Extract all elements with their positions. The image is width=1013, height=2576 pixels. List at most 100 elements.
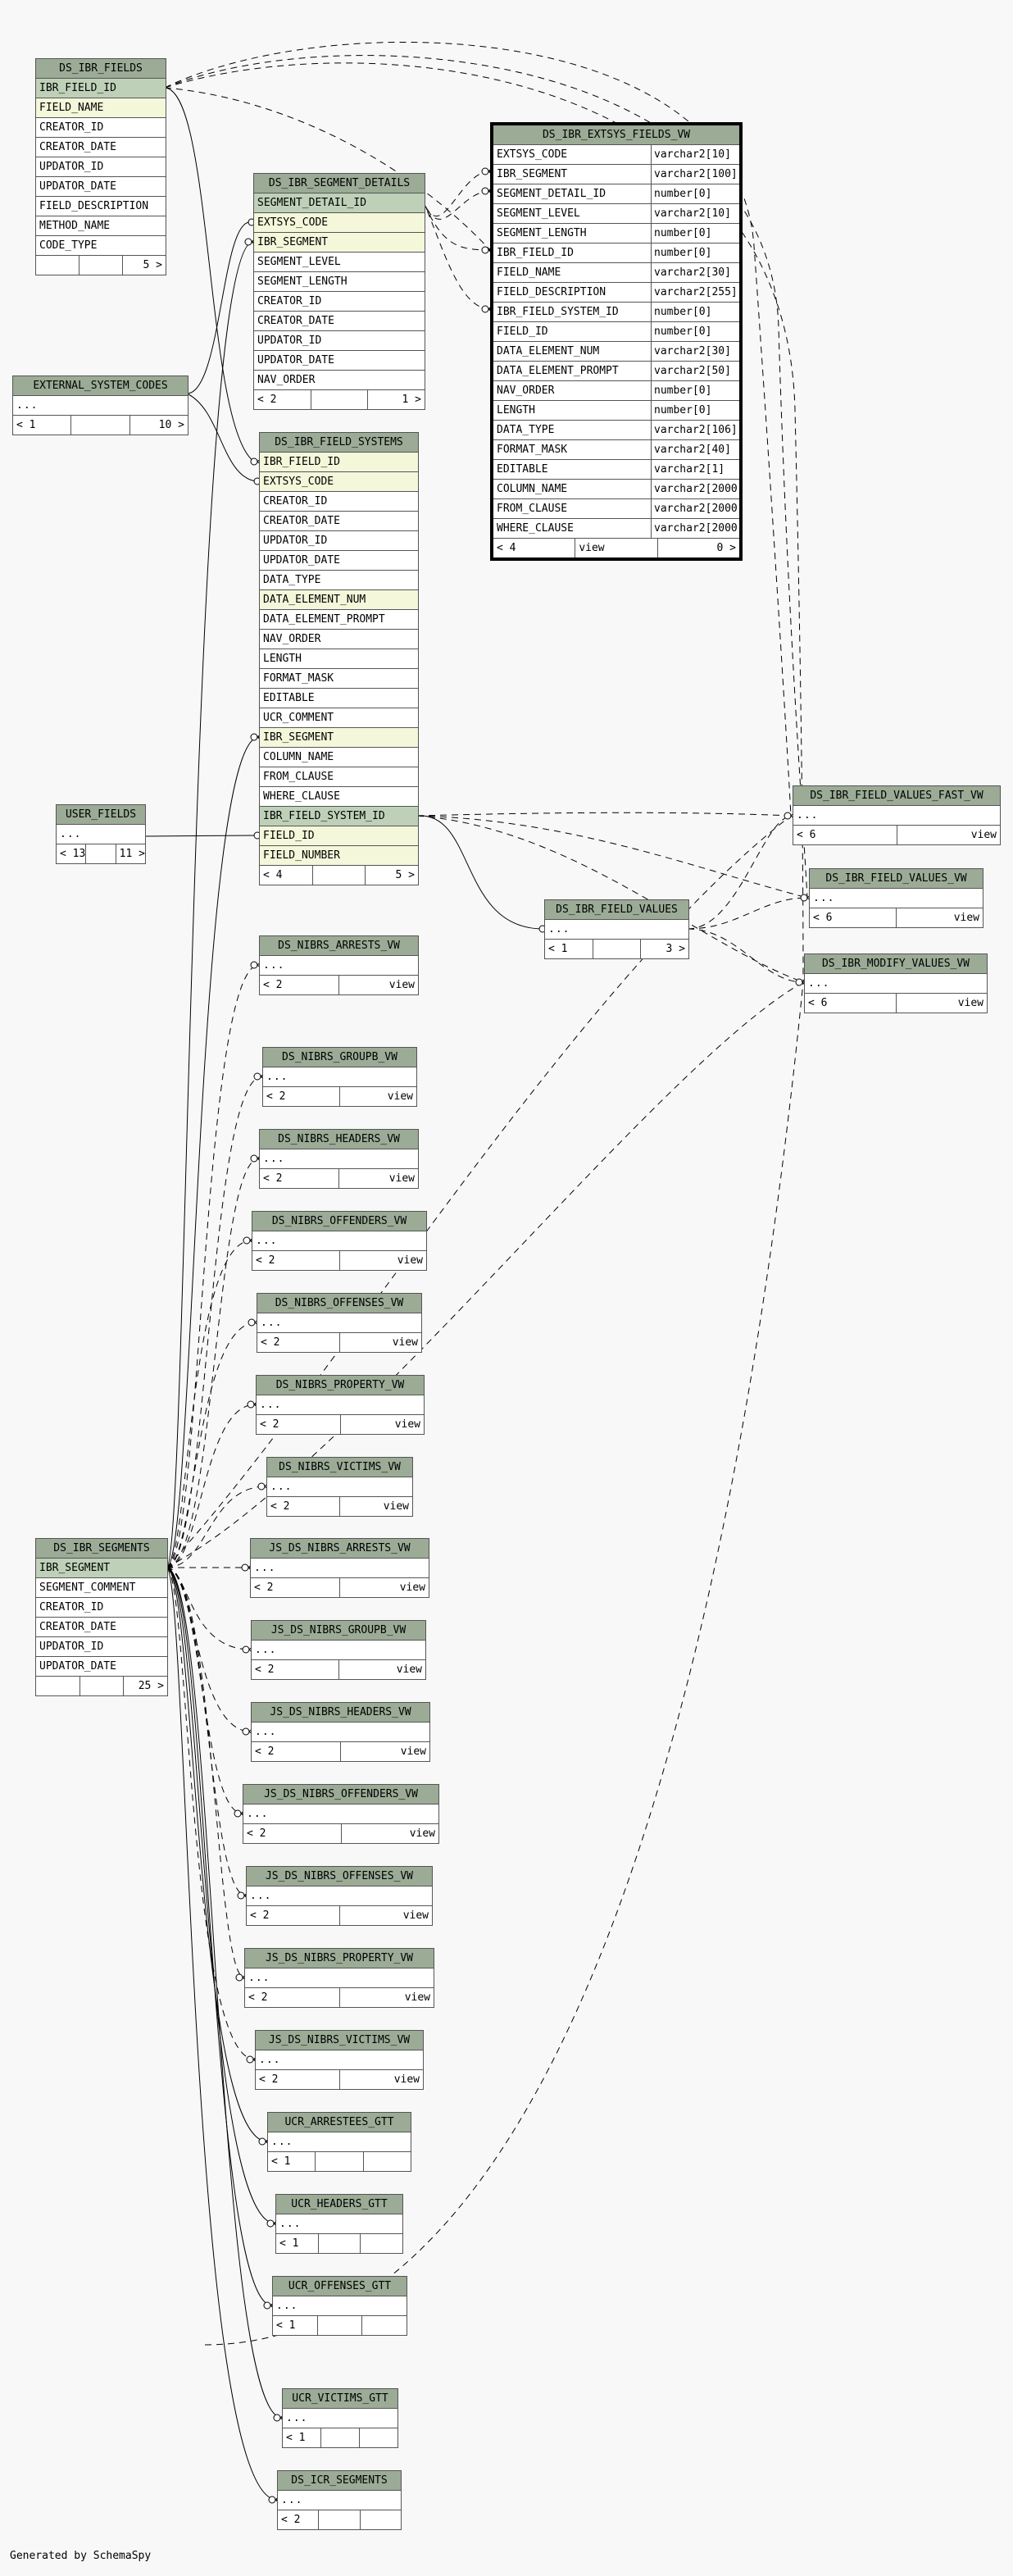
column-row[interactable]: ... <box>267 1477 412 1497</box>
column-row[interactable]: UPDATOR_DATE <box>260 551 418 571</box>
column-row[interactable]: UPDATOR_ID <box>254 331 425 351</box>
column-row[interactable]: ... <box>260 1149 418 1169</box>
column-row[interactable]: IBR_SEGMENT <box>260 728 418 748</box>
table-ds-icr-segments[interactable]: DS_ICR_SEGMENTS...< 2 <box>277 2470 402 2530</box>
column-row[interactable]: ... <box>545 920 688 940</box>
column-row[interactable]: LENGTH <box>260 649 418 669</box>
column-row[interactable]: ... <box>273 2296 407 2316</box>
column-row[interactable]: CREATOR_ID <box>254 292 425 312</box>
column-row[interactable]: ... <box>251 1559 429 1578</box>
column-row[interactable]: CREATOR_DATE <box>254 312 425 331</box>
column-row[interactable]: SEGMENT_DETAIL_ID <box>254 193 425 213</box>
column-row[interactable]: IBR_SEGMENT <box>254 233 425 253</box>
column-row[interactable]: FORMAT_MASK <box>260 669 418 689</box>
column-row[interactable]: UPDATOR_ID <box>260 531 418 551</box>
column-row[interactable]: COLUMN_NAME <box>260 748 418 767</box>
column-row[interactable]: WHERE_CLAUSE <box>260 787 418 807</box>
column-row[interactable]: ... <box>793 806 1000 826</box>
column-row[interactable]: ... <box>805 974 987 994</box>
column-row[interactable]: EDITABLE <box>260 689 418 708</box>
column-row[interactable]: IBR_FIELD_ID <box>260 453 418 472</box>
column-row[interactable]: ... <box>278 2491 401 2510</box>
column-row[interactable]: CREATOR_DATE <box>36 1618 167 1637</box>
column-row[interactable]: EXTSYS_CODE <box>254 213 425 233</box>
column-row[interactable]: ... <box>252 1723 429 1742</box>
column-row[interactable]: ... <box>245 1968 434 1988</box>
column-row[interactable]: ... <box>257 1395 424 1415</box>
column-row[interactable]: FROM_CLAUSE <box>260 767 418 787</box>
column-row[interactable]: ... <box>13 396 188 416</box>
column-row[interactable]: DATA_ELEMENT_PROMPT <box>260 610 418 630</box>
column-row[interactable]: IBR_SEGMENT <box>36 1559 167 1578</box>
column-row[interactable]: ... <box>257 1313 421 1333</box>
column-row[interactable]: FIELD_ID <box>260 826 418 846</box>
column-row[interactable]: IBR_FIELD_ID <box>36 79 166 98</box>
column-row[interactable]: DATA_TYPE <box>260 571 418 590</box>
column-row[interactable]: CREATOR_ID <box>36 1598 167 1618</box>
column-row[interactable]: CREATOR_DATE <box>260 512 418 531</box>
column-row[interactable]: METHOD_NAME <box>36 216 166 236</box>
column-row[interactable]: EXTSYS_CODE <box>260 472 418 492</box>
column-row[interactable]: FIELD_DESCRIPTION <box>36 197 166 216</box>
column-row[interactable]: DATA_ELEMENT_NUM <box>260 590 418 610</box>
column-row[interactable]: UPDATOR_DATE <box>36 177 166 197</box>
table-ucr-arrestees-gtt[interactable]: UCR_ARRESTEES_GTT...< 1 <box>267 2112 411 2172</box>
column-row[interactable]: IBR_FIELD_SYSTEM_ID <box>260 807 418 826</box>
column-row[interactable]: ... <box>283 2409 397 2428</box>
column-row[interactable]: ... <box>252 1641 425 1660</box>
column-row[interactable]: ... <box>810 889 983 908</box>
column-row[interactable]: ... <box>276 2214 402 2234</box>
column-row[interactable]: ... <box>263 1067 416 1087</box>
column-row[interactable]: SEGMENT_LEVEL <box>254 253 425 272</box>
column-row[interactable]: CODE_TYPE <box>36 236 166 256</box>
table-ucr-offenses-gtt[interactable]: UCR_OFFENSES_GTT...< 1 <box>272 2276 407 2336</box>
column-row[interactable]: NAV_ORDER <box>260 630 418 649</box>
table-ucr-headers-gtt[interactable]: UCR_HEADERS_GTT...< 1 <box>275 2194 403 2254</box>
column-row[interactable]: UPDATOR_DATE <box>254 351 425 371</box>
column-row[interactable]: NAV_ORDER <box>254 371 425 390</box>
table-ucr-victims-gtt[interactable]: UCR_VICTIMS_GTT...< 1 <box>282 2388 398 2448</box>
column-row[interactable]: UPDATOR_ID <box>36 1637 167 1657</box>
column-row[interactable]: ... <box>256 2050 423 2070</box>
column-row[interactable]: SEGMENT_COMMENT <box>36 1578 167 1598</box>
column-row[interactable]: FIELD_NUMBER <box>260 846 418 866</box>
column-row[interactable]: CREATOR_ID <box>36 118 166 138</box>
column-row[interactable]: CREATOR_DATE <box>36 138 166 157</box>
